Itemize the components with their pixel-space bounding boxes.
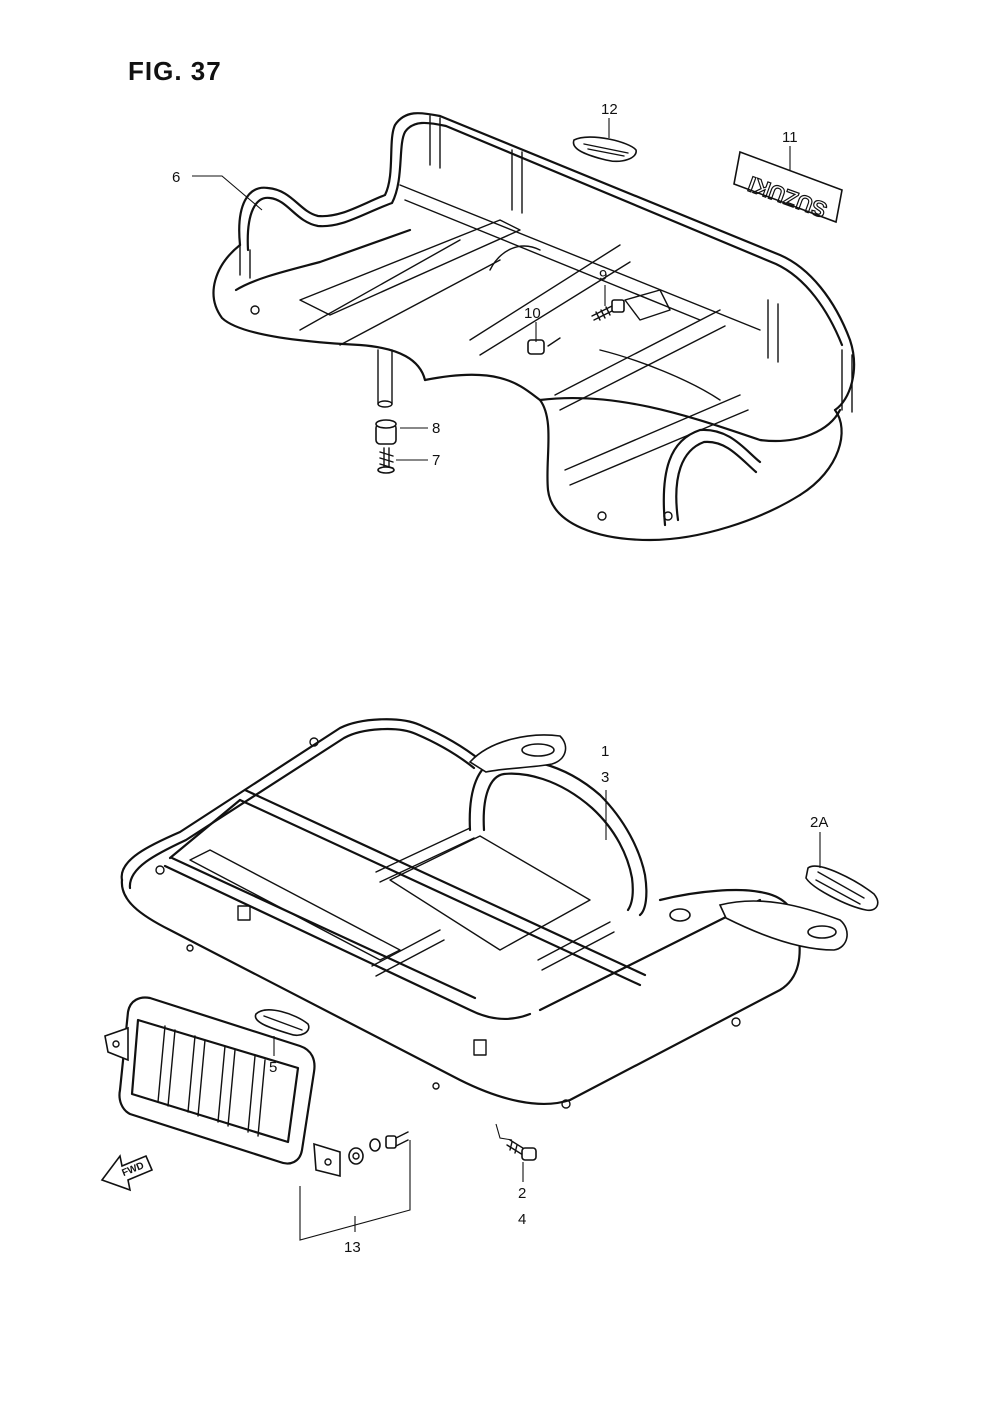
callout-10: 10 bbox=[524, 305, 541, 322]
callout-8: 8 bbox=[432, 420, 441, 437]
front-carrier bbox=[120, 718, 848, 1109]
callout-11: 11 bbox=[782, 129, 798, 146]
fig-title: FIG. 37 bbox=[128, 56, 222, 86]
callout-3: 3 bbox=[601, 769, 610, 786]
callout-7: 7 bbox=[432, 452, 441, 469]
reflector-plate-5 bbox=[254, 1009, 310, 1037]
spacer-and-bolt bbox=[375, 419, 397, 474]
callout-13: 13 bbox=[344, 1239, 361, 1256]
callout-2a: 2A bbox=[810, 814, 829, 831]
leader-lines-bottom bbox=[273, 790, 821, 1241]
callout-9: 9 bbox=[599, 267, 608, 284]
callout-6: 6 bbox=[172, 169, 181, 186]
fwd-arrow: FWD bbox=[100, 1154, 154, 1192]
callout-2: 2 bbox=[518, 1185, 527, 1202]
reflector-plate-12 bbox=[572, 136, 637, 163]
bolt-9 bbox=[591, 299, 625, 321]
front-guard-13 bbox=[104, 996, 409, 1178]
reflector-2a bbox=[805, 865, 879, 912]
callout-4: 4 bbox=[518, 1211, 527, 1228]
bolt-2-4 bbox=[506, 1139, 537, 1161]
callout-1: 1 bbox=[601, 743, 610, 760]
rear-carrier bbox=[212, 112, 856, 542]
leader-lines-top bbox=[192, 118, 791, 461]
callout-12: 12 bbox=[601, 101, 618, 118]
suzuki-decal-11: SUZUKI bbox=[733, 150, 843, 223]
callout-5: 5 bbox=[269, 1059, 278, 1076]
nut-10 bbox=[527, 337, 561, 355]
